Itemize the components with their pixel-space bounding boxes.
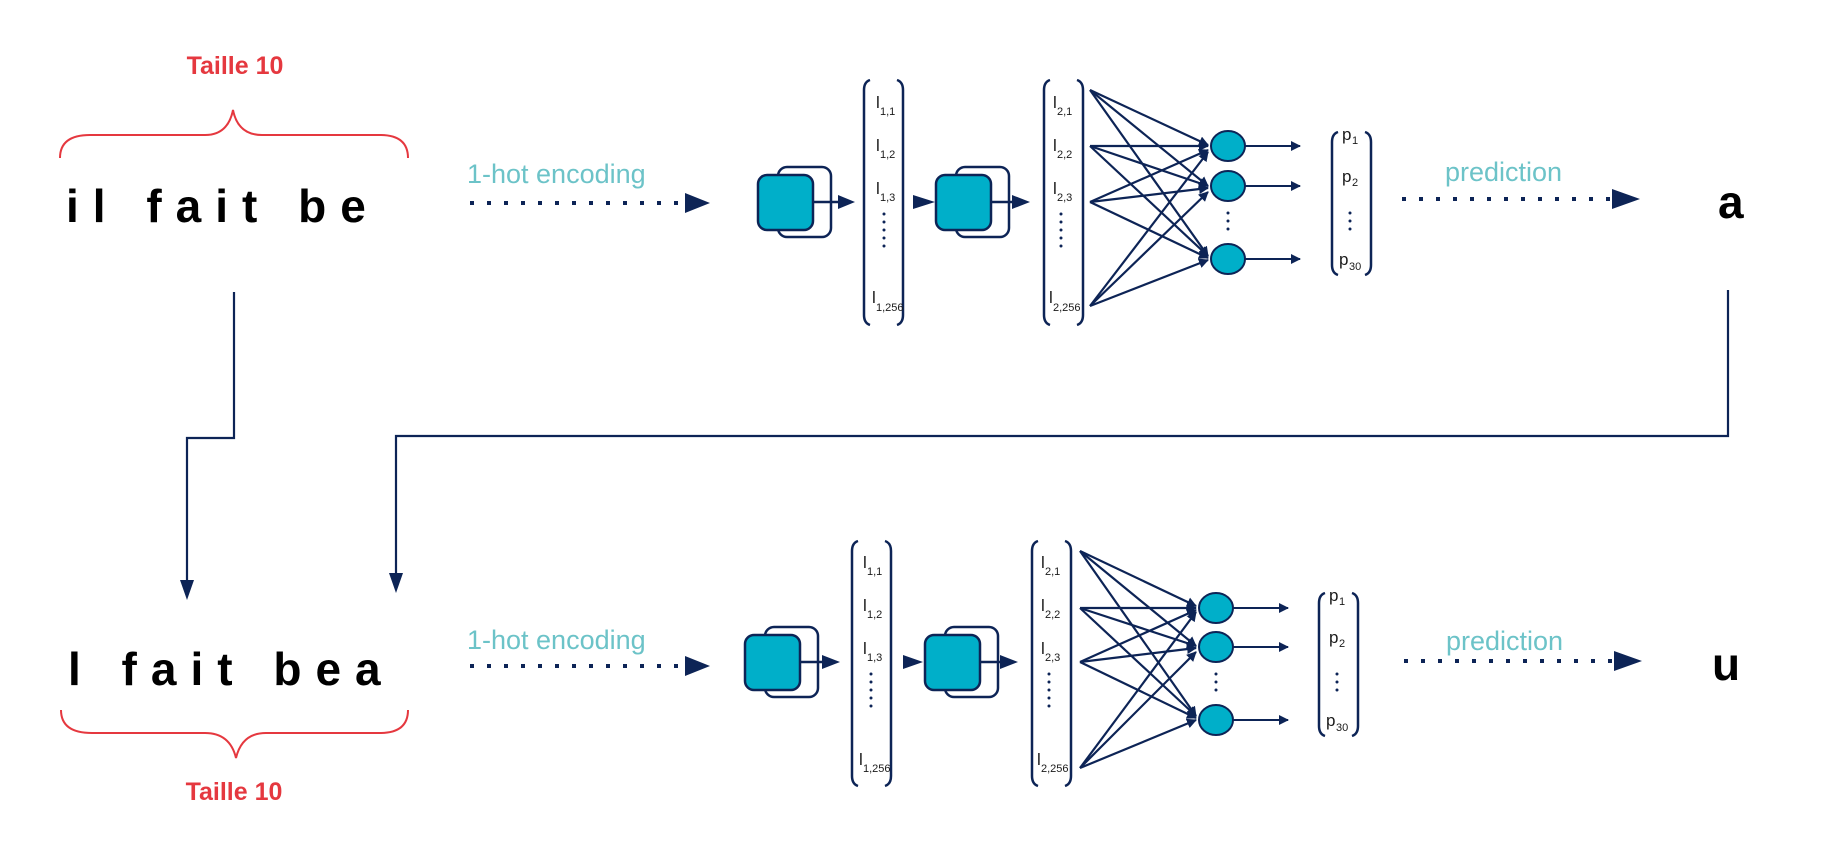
svg-text:p: p — [1339, 250, 1348, 269]
svg-text:l: l — [1037, 750, 1041, 769]
lstm-block-2-top — [934, 165, 1030, 239]
svg-text:l: l — [1041, 639, 1045, 658]
svg-text:l: l — [876, 179, 880, 198]
encoding-arrowhead-top — [685, 193, 710, 213]
neuron — [1210, 170, 1246, 202]
encoding-label-top: 1-hot encoding — [467, 159, 646, 189]
brace-bottom — [60, 709, 409, 759]
brace-top — [59, 109, 409, 159]
svg-text:l: l — [863, 639, 867, 658]
output-char-top: a — [1718, 176, 1744, 228]
svg-text:l: l — [1049, 288, 1053, 307]
svg-text:l: l — [876, 136, 880, 155]
svg-text:l: l — [1041, 596, 1045, 615]
lstm-block-1-bottom — [743, 625, 840, 699]
svg-text:l: l — [1053, 136, 1057, 155]
svg-text:2: 2 — [1352, 177, 1358, 189]
output-char-bottom: u — [1712, 638, 1740, 690]
svg-text:1: 1 — [1352, 135, 1358, 147]
svg-text:l: l — [1041, 553, 1045, 572]
output-neurons-bottom — [1198, 592, 1289, 736]
svg-text:1,2: 1,2 — [880, 149, 895, 161]
neuron — [1198, 592, 1234, 624]
size-label-top: Taille 10 — [187, 52, 284, 80]
svg-text:p: p — [1329, 628, 1338, 647]
neuron — [1210, 130, 1246, 162]
svg-text:1,1: 1,1 — [880, 106, 895, 118]
dense-connections-bottom — [1079, 550, 1197, 770]
svg-text:2,2: 2,2 — [1045, 609, 1060, 621]
svg-text:p: p — [1342, 167, 1351, 186]
svg-text:p: p — [1342, 125, 1351, 144]
feedback-connectors — [180, 290, 1730, 600]
output-neurons-top — [1210, 130, 1301, 275]
svg-text:1,256: 1,256 — [863, 763, 891, 775]
svg-text:l: l — [1053, 179, 1057, 198]
svg-text:l: l — [876, 93, 880, 112]
lstm-block-2-bottom — [923, 625, 1018, 699]
svg-text:2,256: 2,256 — [1053, 302, 1081, 314]
lstm-block-1-top — [756, 165, 855, 239]
svg-text:l: l — [863, 596, 867, 615]
svg-text:l: l — [872, 288, 876, 307]
svg-text:30: 30 — [1349, 261, 1361, 273]
svg-text:2,3: 2,3 — [1045, 652, 1060, 664]
svg-text:2,3: 2,3 — [1057, 192, 1072, 204]
shift-window-line — [185, 292, 236, 585]
size-label-bottom: Taille 10 — [186, 778, 283, 806]
dense-connections-top — [1089, 89, 1209, 308]
svg-text:1: 1 — [1339, 596, 1345, 608]
input-sequence-top: il fait be — [66, 180, 380, 232]
neuron — [1198, 704, 1234, 736]
append-output-line — [394, 290, 1730, 578]
svg-text:p: p — [1329, 586, 1338, 605]
prediction-label-top: prediction — [1445, 157, 1562, 187]
svg-text:1,256: 1,256 — [876, 302, 904, 314]
svg-text:2: 2 — [1339, 638, 1345, 650]
svg-text:2,1: 2,1 — [1045, 566, 1060, 578]
svg-text:l: l — [1053, 93, 1057, 112]
prediction-label-bottom: prediction — [1446, 626, 1563, 656]
encoding-label-bottom: 1-hot encoding — [467, 625, 646, 655]
svg-text:1,3: 1,3 — [867, 652, 882, 664]
svg-text:p: p — [1326, 711, 1335, 730]
svg-text:2,256: 2,256 — [1041, 763, 1069, 775]
neuron — [1210, 243, 1246, 275]
input-sequence-bottom: l fait bea — [68, 643, 395, 695]
neuron — [1198, 631, 1234, 663]
svg-text:1,2: 1,2 — [867, 609, 882, 621]
svg-text:l: l — [863, 553, 867, 572]
svg-text:30: 30 — [1336, 722, 1348, 734]
svg-text:1,1: 1,1 — [867, 566, 882, 578]
svg-text:l: l — [859, 750, 863, 769]
svg-text:2,1: 2,1 — [1057, 106, 1072, 118]
svg-text:1,3: 1,3 — [880, 192, 895, 204]
svg-text:2,2: 2,2 — [1057, 149, 1072, 161]
